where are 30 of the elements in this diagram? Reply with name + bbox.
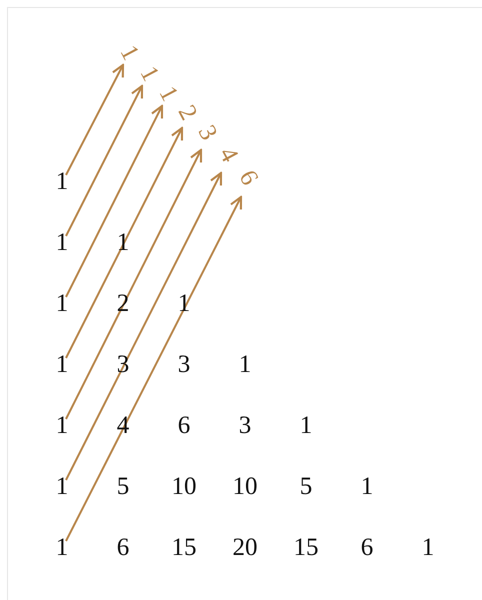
- triangle-number: 1: [44, 229, 80, 257]
- triangle-number: 20: [232, 534, 258, 562]
- triangle-number: 15: [292, 534, 320, 562]
- triangle-number: 10: [170, 473, 198, 501]
- triangle-number: 6: [176, 412, 192, 440]
- arrow: [65, 64, 124, 176]
- triangle-number: 1: [44, 168, 80, 196]
- arrow: [65, 148, 202, 420]
- triangle-number: 5: [298, 473, 314, 501]
- triangle-number: 15: [170, 534, 198, 562]
- triangle-number: 1: [44, 412, 80, 440]
- triangle-number: 1: [360, 473, 374, 501]
- triangle-number: 1: [44, 473, 80, 501]
- triangle-number: 3: [176, 351, 192, 379]
- triangle-number: 1: [44, 290, 80, 318]
- triangle-number: 6: [116, 534, 130, 562]
- triangle-number: 10: [232, 473, 258, 501]
- arrow: [65, 84, 144, 236]
- arrow: [65, 196, 242, 542]
- triangle-number: 6: [360, 534, 374, 562]
- triangle-number: 1: [44, 351, 80, 379]
- arrow: [65, 104, 164, 298]
- triangle-number: 1: [298, 412, 314, 440]
- arrow: [65, 172, 222, 480]
- triangle-number: 1: [44, 534, 80, 562]
- triangle-number: 3: [238, 412, 252, 440]
- arrow: [65, 126, 184, 358]
- triangle-number: 1: [238, 351, 252, 379]
- triangle-number: 1: [420, 534, 436, 562]
- triangle-number: 5: [116, 473, 130, 501]
